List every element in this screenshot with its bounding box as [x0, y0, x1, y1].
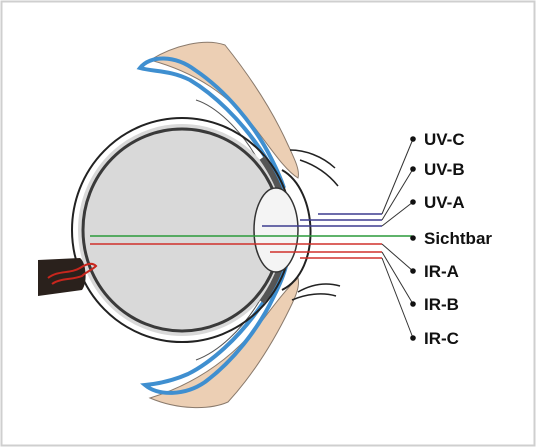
- label-uv-c: UV-C: [424, 130, 465, 149]
- label-dot-ir-a: [410, 268, 416, 274]
- eyeball-globe: [78, 124, 286, 336]
- upper-lid-fold: [195, 99, 259, 161]
- leader-uv-a: [381, 201, 414, 227]
- label-dot-ir-c: [410, 335, 416, 341]
- label-sichtbar: Sichtbar: [424, 229, 492, 248]
- label-uv-a: UV-A: [424, 193, 465, 212]
- lower-eyelashes: [291, 283, 341, 301]
- leader-uv-b: [381, 168, 414, 221]
- label-dot-uv-a: [410, 199, 416, 205]
- retinal-vessel: [47, 262, 98, 285]
- label-uv-b: UV-B: [424, 160, 465, 179]
- leader-ir-b: [381, 251, 414, 305]
- label-dot-uv-b: [410, 166, 416, 172]
- lower-lid-fold: [195, 299, 261, 361]
- label-ir-c: IR-C: [424, 329, 459, 348]
- leader-ir-a: [381, 243, 414, 272]
- leader-ir-c: [381, 257, 414, 339]
- optic-nerve: [38, 258, 86, 296]
- crystalline-lens: [253, 187, 299, 273]
- label-ir-b: IR-B: [424, 295, 459, 314]
- radiation-rays: [90, 213, 412, 259]
- label-ir-a: IR-A: [424, 262, 459, 281]
- cornea: [281, 169, 312, 291]
- leader-uv-c: [381, 138, 414, 215]
- upper-eyelashes: [289, 149, 339, 187]
- label-dot-ir-b: [410, 301, 416, 307]
- label-dot-uv-c: [410, 136, 416, 142]
- label-dot-sichtbar: [410, 235, 416, 241]
